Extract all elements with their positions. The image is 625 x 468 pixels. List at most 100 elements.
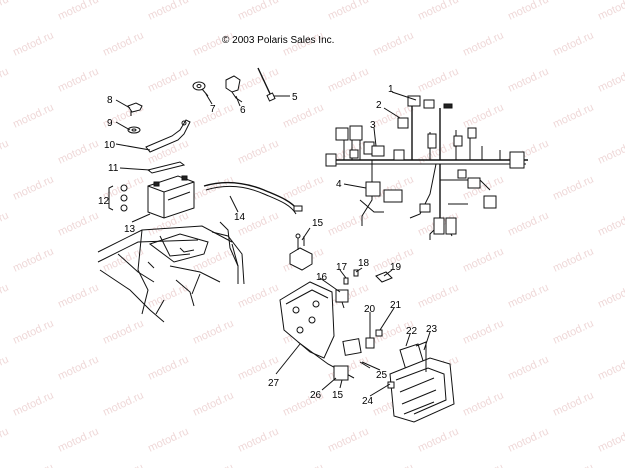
watermark-text: motod.ru (506, 353, 550, 382)
watermark-text: motod.ru (191, 461, 235, 468)
watermark-text: motod.ru (416, 425, 460, 454)
callout-18: 18 (358, 258, 370, 269)
watermark-text: motod.ru (0, 209, 11, 238)
watermark-text: motod.ru (101, 29, 145, 58)
watermark-text: motod.ru (551, 29, 595, 58)
watermark-text: motod.ru (461, 245, 505, 274)
watermark-text: motod.ru (146, 353, 190, 382)
watermark-text: motod.ru (506, 65, 550, 94)
part-12-hardware (108, 184, 128, 212)
watermark-text: motod.ru (56, 281, 100, 310)
callout-8: 8 (107, 95, 113, 106)
part-14-cable (203, 181, 303, 215)
part-10-bracket (145, 119, 191, 153)
watermark-text: motod.ru (11, 173, 55, 202)
watermark-text: motod.ru (146, 0, 190, 23)
watermark-text: motod.ru (11, 245, 55, 274)
part-5-cable (257, 67, 276, 102)
callout-21: 21 (390, 300, 402, 311)
watermark-text: motod.ru (551, 389, 595, 418)
callout-7: 7 (210, 104, 216, 115)
watermark-text: motod.ru (551, 173, 595, 202)
watermark-text: motod.ru (371, 29, 415, 58)
watermark-text: motod.ru (146, 425, 190, 454)
watermark-text: motod.ru (236, 281, 280, 310)
watermark-text: motod.ru (0, 425, 11, 454)
callout-27: 27 (268, 378, 280, 389)
watermark-text: motod.ru (596, 209, 625, 238)
watermark-text: motod.ru (596, 425, 625, 454)
callout-5: 5 (292, 92, 298, 103)
part-11-pad (146, 161, 186, 174)
callout-9: 9 (107, 118, 113, 129)
watermark-text: motod.ru (326, 65, 370, 94)
watermark-text: motod.ru (596, 353, 625, 382)
watermark-text: motod.ru (191, 389, 235, 418)
watermark-text: motod.ru (281, 101, 325, 130)
watermark-text: motod.ru (11, 461, 55, 468)
watermark-text: motod.ru (326, 425, 370, 454)
watermark-text: motod.ru (506, 425, 550, 454)
watermark-text: motod.ru (11, 317, 55, 346)
watermark-text: motod.ru (0, 0, 11, 23)
control-panel-assembly (279, 269, 455, 423)
watermark-text: motod.ru (281, 173, 325, 202)
callout-24: 24 (362, 396, 374, 407)
watermark-text: motod.ru (551, 245, 595, 274)
watermark-text: motod.ru (146, 281, 190, 310)
callout-20: 20 (364, 304, 376, 315)
watermark-text: motod.ru (461, 317, 505, 346)
callout-12: 12 (98, 196, 110, 207)
watermark-text: motod.ru (56, 65, 100, 94)
watermark-text: motod.ru (281, 461, 325, 468)
callout-10: 10 (104, 140, 116, 151)
callout-25: 25 (376, 370, 388, 381)
watermark-text: motod.ru (191, 317, 235, 346)
watermark-text: motod.ru (0, 137, 11, 166)
watermark-text: motod.ru (236, 425, 280, 454)
watermark-text: motod.ru (0, 353, 11, 382)
callout-26: 26 (310, 390, 322, 401)
watermark-text: motod.ru (506, 0, 550, 23)
watermark-text: motod.ru (191, 245, 235, 274)
callout-14: 14 (234, 212, 246, 223)
frame-structure (97, 221, 245, 323)
watermark-text: motod.ru (326, 0, 370, 23)
callout-3: 3 (370, 120, 376, 131)
watermark-text: motod.ru (11, 389, 55, 418)
part-15-relay-upper (289, 233, 313, 271)
watermark-text: motod.ru (506, 281, 550, 310)
watermark-text: motod.ru (56, 137, 100, 166)
callout-17: 17 (336, 262, 348, 273)
watermark-text: motod.ru (11, 29, 55, 58)
callout-13: 13 (124, 224, 136, 235)
leader-lines (115, 91, 431, 397)
watermark-text: motod.ru (551, 461, 595, 468)
callout-4: 4 (336, 179, 342, 190)
copyright-text: © 2003 Polaris Sales Inc. (222, 35, 334, 46)
watermark-text: motod.ru (0, 281, 11, 310)
watermark-text: motod.ru (101, 389, 145, 418)
watermark-text: motod.ru (551, 317, 595, 346)
watermark-text: motod.ru (326, 209, 370, 238)
wiring-harness-assembly (325, 95, 528, 240)
part-7-clamp (192, 81, 209, 97)
part-13-battery (147, 175, 195, 219)
watermark-text: motod.ru (461, 389, 505, 418)
watermark-text: motod.ru (596, 65, 625, 94)
callout-23: 23 (426, 324, 438, 335)
watermark-text: motod.ru (461, 101, 505, 130)
callout-labels: 1 2 3 4 5 6 7 8 9 10 11 12 13 14 15 15 1… (98, 84, 438, 407)
watermark-text: motod.ru (371, 461, 415, 468)
callout-6: 6 (240, 105, 246, 116)
callout-19: 19 (390, 262, 402, 273)
watermark-text: motod.ru (101, 317, 145, 346)
watermark-text: motod.ru (461, 461, 505, 468)
watermark-text: motod.ru (461, 29, 505, 58)
watermark-text: motod.ru (56, 0, 100, 23)
callout-22: 22 (406, 326, 418, 337)
watermark-text: motod.ru (416, 281, 460, 310)
watermark-text: motod.ru (0, 65, 11, 94)
